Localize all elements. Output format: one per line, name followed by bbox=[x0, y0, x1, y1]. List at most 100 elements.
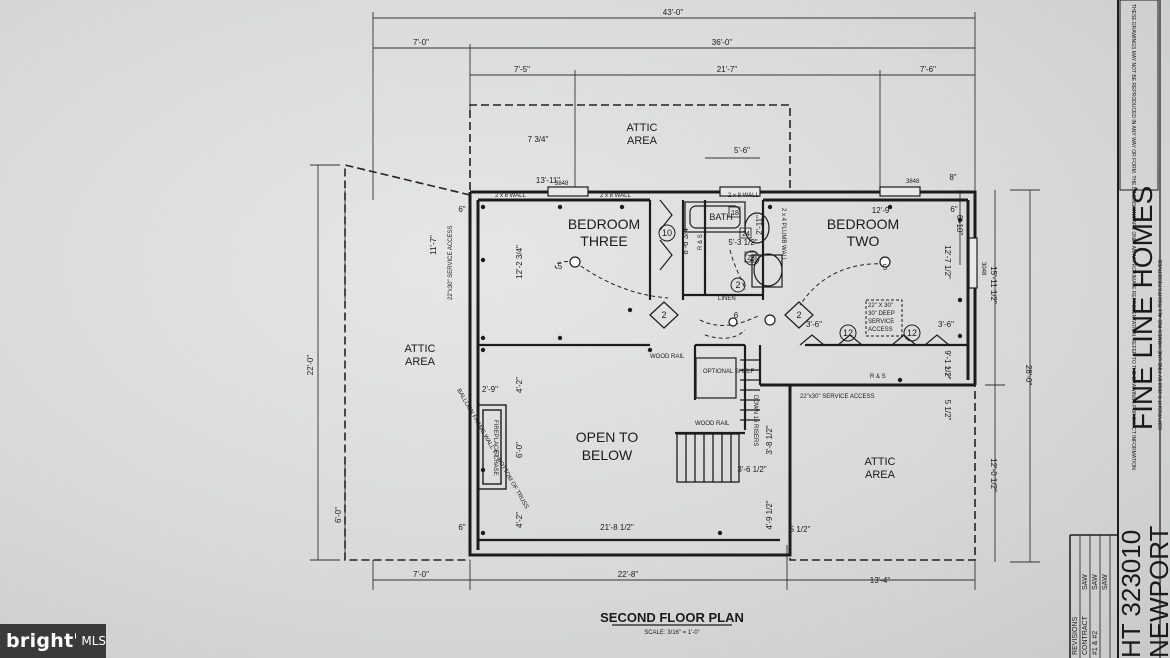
bedroom-three-label-2: THREE bbox=[580, 233, 627, 249]
tag-12-b: 12 bbox=[907, 328, 917, 338]
bedroom-two-label-2: TWO bbox=[847, 233, 880, 249]
tag-2-a: 2 bbox=[661, 310, 666, 320]
attic-right-label-2: AREA bbox=[865, 469, 896, 481]
window-left: 3848 bbox=[555, 181, 569, 187]
closet-note-4: ACCESS bbox=[868, 327, 893, 333]
title-contract: CONTRACT bbox=[1082, 615, 1089, 655]
watermark-suffix: MLS bbox=[81, 634, 106, 648]
tag-2-b: 2 bbox=[796, 310, 801, 320]
dim-open-width: 21'-8 1/2" bbox=[600, 523, 634, 532]
dim-bed2-width: 12'-9" bbox=[872, 206, 893, 215]
title-plan-no: HT 323010 bbox=[1116, 530, 1146, 658]
title-block: THESE DRAWINGS MAY NOT BE REPRODUCED IN … bbox=[1069, 0, 1170, 658]
dim-open-4-2b: 4'-2" bbox=[515, 512, 524, 528]
dim-fireplace: 2'-9" bbox=[482, 385, 498, 394]
linen-label: LINEN bbox=[718, 296, 736, 302]
wall-2x4: 2 x 4 PLUMB WALL bbox=[780, 208, 786, 262]
dim-open-4-2a: 4'-2" bbox=[515, 377, 524, 393]
dim-bed3-width: 13'-11" bbox=[536, 176, 560, 185]
dim-left-6: 6'-0" bbox=[334, 507, 343, 523]
dim-upper-left: 7'-0" bbox=[413, 38, 429, 47]
title-copyright: COPYRIGHT © 2018 BY FINE LINE HOMES INC.… bbox=[1157, 259, 1164, 430]
title-saw-a: SAW bbox=[1082, 574, 1089, 590]
dim-8-a: 8" bbox=[949, 173, 956, 182]
dim-6-a: 6" bbox=[458, 205, 465, 214]
optional-shelf bbox=[695, 357, 737, 399]
dimension-labels: 43'-0" 36'-0" 7'-0" 7'-5" 21'-7" 7'-6" 5… bbox=[413, 8, 958, 585]
dim-bottom-22-8: 22'-8" bbox=[618, 570, 639, 579]
dim-stair-3-6: 3'-6 1/2" bbox=[737, 465, 766, 474]
service-access-note: 22"x30" SERVICE ACCESS bbox=[800, 394, 875, 400]
tag-10: 10 bbox=[662, 228, 672, 238]
dim-stair-3-8: 3'-8 1/2" bbox=[765, 425, 774, 454]
bath-label: BATH bbox=[709, 212, 732, 222]
stairs bbox=[676, 359, 760, 483]
dim-left-22: 22'-0" bbox=[306, 355, 315, 376]
title-warning: THESE DRAWINGS MAY NOT BE REPRODUCED IN … bbox=[1130, 4, 1136, 471]
wood-rail-a: WOOD RAIL bbox=[650, 354, 685, 360]
closet-note-1: 22" X 30" bbox=[868, 303, 893, 309]
plan-scale: SCALE: 3/16" = 1'-0" bbox=[644, 630, 700, 636]
attic-right-label-1: ATTIC bbox=[865, 456, 896, 468]
wood-rail-b: WOOD RAIL bbox=[695, 421, 730, 427]
attic-top-label-2: AREA bbox=[627, 135, 658, 147]
dim-stair-4-9: 4'-9 1/2" bbox=[765, 500, 774, 529]
service-access-box bbox=[865, 299, 903, 337]
dim-bottom-13-4: 13'-4" bbox=[870, 576, 891, 585]
title-company: FINE LINE HOMES bbox=[1127, 186, 1158, 430]
tag-bubbles: 10 2 2 2 2 12 12 5 5 6 18 23 24 bbox=[558, 206, 921, 342]
bright-mls-watermark: bright MLS bbox=[0, 624, 106, 658]
closet-note-3: SERVICE bbox=[868, 319, 894, 325]
bedroom-three-label-1: BEDROOM bbox=[568, 216, 640, 232]
interior-walls bbox=[478, 200, 968, 542]
wall-2x8-a: 2 x 8 WALL bbox=[495, 193, 526, 199]
dim-5-1-2-a: 5 1/2" bbox=[790, 525, 811, 534]
windows bbox=[547, 186, 978, 289]
dim-5-1-2-b: 5 1/2" bbox=[943, 400, 952, 421]
attic-left-label-1: ATTIC bbox=[405, 343, 436, 355]
bedroom-two-label-1: BEDROOM bbox=[827, 216, 899, 232]
rs-a: R & S bbox=[698, 234, 704, 250]
wall-2x8-b: 2 x 8 WALL bbox=[600, 193, 631, 199]
title-plan-name: NEWPORT bbox=[1144, 525, 1170, 658]
title-rev-1-2: #1 & #2 bbox=[1092, 631, 1099, 655]
tag-23: 23 bbox=[747, 255, 755, 262]
light-fixtures bbox=[569, 256, 891, 327]
outlets bbox=[480, 204, 963, 536]
tag-6: 6 bbox=[734, 311, 739, 320]
side-service-note: 22"x30" SERVICE ACCESS bbox=[448, 225, 454, 300]
title-saw-b: SAW bbox=[1092, 574, 1099, 590]
tag-5-a: 5 bbox=[558, 262, 563, 271]
title-revisions: REVISIONS bbox=[1072, 617, 1079, 655]
dim-6-c: 6" bbox=[950, 205, 957, 214]
dim-overall-width: 43'-0" bbox=[663, 8, 684, 17]
window-right: 3848 bbox=[906, 179, 920, 185]
window-side: 3048 bbox=[980, 262, 986, 276]
room-labels: ATTIC AREA ATTIC AREA ATTIC AREA BEDROOM… bbox=[405, 122, 900, 481]
dim-bottom-left: 7'-0" bbox=[413, 570, 429, 579]
dim-7-5: 7'-5" bbox=[514, 65, 530, 74]
dim-bath-depth: 2'-11" bbox=[755, 215, 764, 235]
fireplace-chase bbox=[477, 404, 507, 490]
dim-right-15-11: 15'-11 1/2" bbox=[989, 266, 998, 304]
dim-9-1: 9'-1 1/2" bbox=[943, 350, 952, 379]
dim-7-3: 7 3/4" bbox=[528, 135, 549, 144]
down-risers-note: DOWN 16 RISERS bbox=[752, 395, 758, 446]
tag-5-b: 5 bbox=[883, 263, 888, 272]
tag-2-d: 2 bbox=[749, 253, 754, 263]
dim-36: 36'-0" bbox=[712, 38, 733, 47]
dim-2-1: 2'-1" bbox=[943, 366, 949, 378]
wall-2x8-c: 2 x 8 WALL bbox=[728, 193, 759, 199]
watermark-dot-icon bbox=[74, 633, 77, 639]
door-swings bbox=[649, 199, 950, 346]
rs-b: R & S bbox=[870, 374, 886, 380]
dim-right-6-10: 6'-10" bbox=[955, 215, 964, 236]
dim-21-7: 21'-7" bbox=[717, 65, 738, 74]
title-saw-c: SAW bbox=[1102, 574, 1109, 590]
dim-bath-5-3: 5'-3 1/2" bbox=[728, 238, 757, 247]
dim-right-12-0: 12'-0 1/2" bbox=[989, 458, 998, 492]
tag-24: 24 bbox=[742, 231, 750, 238]
attic-top-label-1: ATTIC bbox=[627, 122, 658, 134]
open-to-below-label-2: BELOW bbox=[582, 447, 633, 463]
